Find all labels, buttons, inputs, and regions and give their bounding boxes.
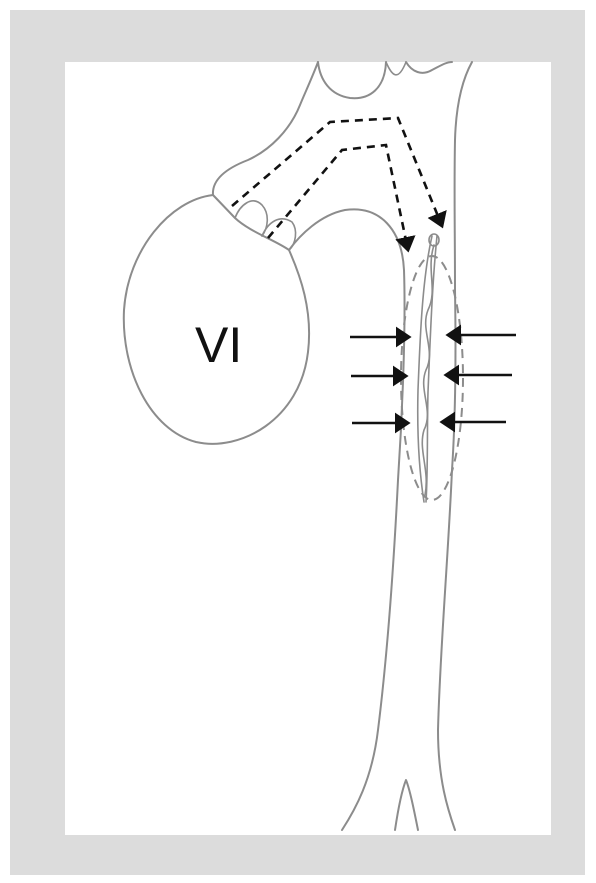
arch-outer-right <box>438 62 472 830</box>
valve-cusp-1 <box>235 201 267 236</box>
aortic-arch-outline <box>213 62 318 195</box>
branch-vessel-2 <box>406 62 452 73</box>
flow-arrow-outer <box>232 118 442 226</box>
flow-arrow-inner <box>268 145 408 250</box>
branch-vessel-2b <box>386 62 406 75</box>
ventricle-label: VI <box>195 317 242 373</box>
branch-vessel-1 <box>318 62 386 98</box>
bifurcation-outline <box>395 780 418 830</box>
